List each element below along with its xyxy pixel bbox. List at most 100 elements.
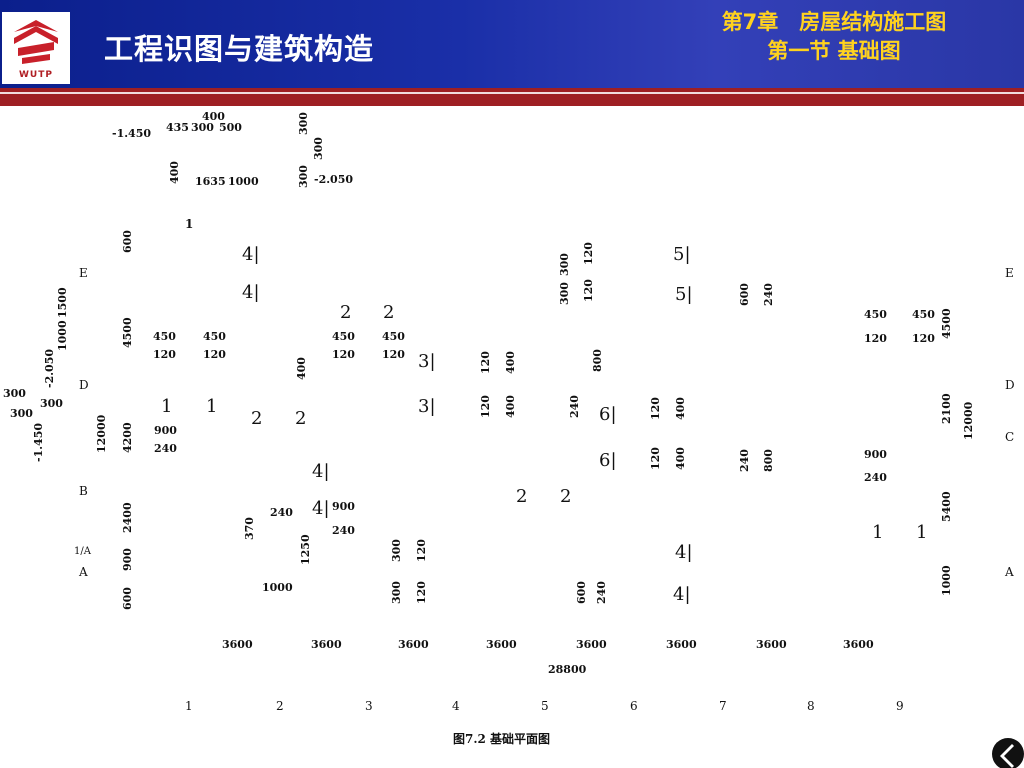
- pier-detail: 240 370 1250 1000: [243, 506, 312, 594]
- figure-caption: 图7.2 基础平面图: [453, 731, 550, 746]
- dim-240-q: 240: [595, 581, 608, 604]
- dim-400-r: 400: [295, 357, 308, 380]
- bay-width-dim: 3600: [843, 638, 874, 651]
- axis-number: 8: [807, 699, 815, 713]
- axis-number: 2: [276, 699, 284, 713]
- left-dim-2400: 2400: [121, 502, 134, 533]
- dim-900-e: 900: [332, 500, 355, 513]
- section-label-1-d: 1: [916, 522, 927, 543]
- dim-120-l: 120: [649, 397, 662, 420]
- dim-240-e: 240: [332, 524, 355, 537]
- axis-letters-left: E D B 1/A A: [74, 266, 92, 579]
- detail-top-elev-2: -2.050: [314, 173, 353, 186]
- dim-120-c1: 120: [864, 332, 887, 345]
- detail-left-elev-b: -1.450: [32, 423, 45, 462]
- page-corner-icon: [992, 738, 1024, 768]
- section-label-1-c: 1: [872, 522, 883, 543]
- dim-300-p2: 300: [390, 581, 403, 604]
- dim-120-h: 120: [582, 279, 595, 302]
- dim-450-c1: 450: [864, 308, 887, 321]
- section-label-4I-top: 4|: [242, 244, 260, 265]
- detail-section-top: -1.450 400 435 300 500 300 300 300 400 1…: [112, 110, 353, 231]
- title-header: WUTP 工程识图与建筑构造 第7章 房屋结构施工图 第一节 基础图: [0, 0, 1024, 88]
- left-dim-600b: 600: [121, 587, 134, 610]
- right-dim-12000: 12000: [962, 401, 975, 440]
- bay-width-dim: 3600: [576, 638, 607, 651]
- right-dim-1000: 1000: [940, 565, 953, 596]
- detail-top-dim-1635: 1635: [195, 175, 226, 188]
- bay-width-dim: 3600: [666, 638, 697, 651]
- pier-dim-1000: 1000: [262, 581, 293, 594]
- dim-300-g: 300: [558, 253, 571, 276]
- detail-top-dim-500: 500: [219, 121, 242, 134]
- bay-width-dim: 3600: [222, 638, 253, 651]
- dim-300-h: 300: [558, 282, 571, 305]
- detail-top-dim-1000: 1000: [228, 175, 259, 188]
- section-label-2-e: 2: [516, 486, 527, 507]
- wutp-logo: WUTP: [2, 12, 70, 84]
- inner-dimensions: 450 450 120 120 450 450 120 120 450 450 …: [153, 242, 935, 604]
- dim-120-c2: 120: [912, 332, 935, 345]
- axis-number: 5: [541, 699, 549, 713]
- right-dimension-column: 4500 2100 5400 1000 12000: [940, 308, 975, 596]
- dim-120-p2: 120: [415, 581, 428, 604]
- section-label-5I-e: 5|: [675, 284, 693, 305]
- total-width-dim: 28800: [548, 663, 587, 676]
- axis-letter-left-B: B: [79, 484, 88, 498]
- dim-120-g: 120: [582, 242, 595, 265]
- detail-left-dim-1500: 1500: [56, 287, 69, 318]
- section-label-6I-a: 6|: [599, 404, 617, 425]
- axis-letters-right: E D C A: [1004, 266, 1015, 579]
- dim-400-j: 400: [504, 395, 517, 418]
- section-label-4I-b: 4|: [312, 498, 330, 519]
- axis-letter-left-D: D: [79, 378, 89, 392]
- axis-letter-right-D: D: [1005, 378, 1015, 392]
- left-dim-4200: 4200: [121, 422, 134, 453]
- detail-top-dim-300b: 300: [297, 112, 310, 135]
- chapter-heading: 第7章 房屋结构施工图 第一节 基础图: [684, 8, 984, 66]
- dim-800-o: 800: [762, 449, 775, 472]
- chapter-line-2: 第一节 基础图: [767, 39, 901, 63]
- section-label-6I-b: 6|: [599, 450, 617, 471]
- dim-900-f: 900: [864, 448, 887, 461]
- foundation-plan-drawing: -1.450 400 435 300 500 300 300 300 400 1…: [3, 110, 1015, 746]
- title-band: [0, 88, 1024, 106]
- section-label-3I-a: 3|: [418, 351, 436, 372]
- right-dim-5400: 5400: [940, 491, 953, 522]
- pier-dim-370: 370: [243, 517, 256, 540]
- dim-240-k: 240: [568, 395, 581, 418]
- dim-120-a2: 120: [203, 348, 226, 361]
- left-dim-900: 900: [121, 548, 134, 571]
- section-label-5I-top: 5|: [673, 244, 691, 265]
- dim-120-p: 120: [415, 539, 428, 562]
- left-dimension-column: 600 4500 4200 2400 900 600 12000: [95, 230, 134, 610]
- dim-600-n: 600: [738, 283, 751, 306]
- section-label-3I-b: 3|: [418, 396, 436, 417]
- dim-450-a1: 450: [153, 330, 176, 343]
- dim-300-p: 300: [390, 539, 403, 562]
- section-label-2-b: 2: [383, 302, 394, 323]
- section-label-4I-bot: 4|: [673, 584, 691, 605]
- dim-600-q: 600: [575, 581, 588, 604]
- left-dim-4500: 4500: [121, 317, 134, 348]
- logo-text: WUTP: [19, 70, 53, 80]
- dim-450-b1: 450: [332, 330, 355, 343]
- section-label-1-b: 1: [206, 396, 217, 417]
- bay-width-dim: 3600: [311, 638, 342, 651]
- dim-400-l: 400: [674, 397, 687, 420]
- left-dim-600a: 600: [121, 230, 134, 253]
- detail-left-dim-300c: 300: [40, 397, 63, 410]
- bay-width-dim: 3600: [756, 638, 787, 651]
- detail-top-dim-300d: 300: [297, 165, 310, 188]
- page-title: 工程识图与建筑构造: [104, 32, 375, 66]
- detail-top-dim-300c: 300: [312, 137, 325, 160]
- axis-letter-left-1A: 1/A: [74, 546, 92, 557]
- detail-top-dim-400b: 400: [168, 161, 181, 184]
- dim-450-c2: 450: [912, 308, 935, 321]
- axis-number: 3: [365, 699, 373, 713]
- chapter-line-1: 第7章 房屋结构施工图: [721, 10, 947, 34]
- detail-top-axis-1: 1: [185, 217, 193, 231]
- detail-left-dim-1000: 1000: [56, 320, 69, 351]
- detail-left-dim-300b: 300: [10, 407, 33, 420]
